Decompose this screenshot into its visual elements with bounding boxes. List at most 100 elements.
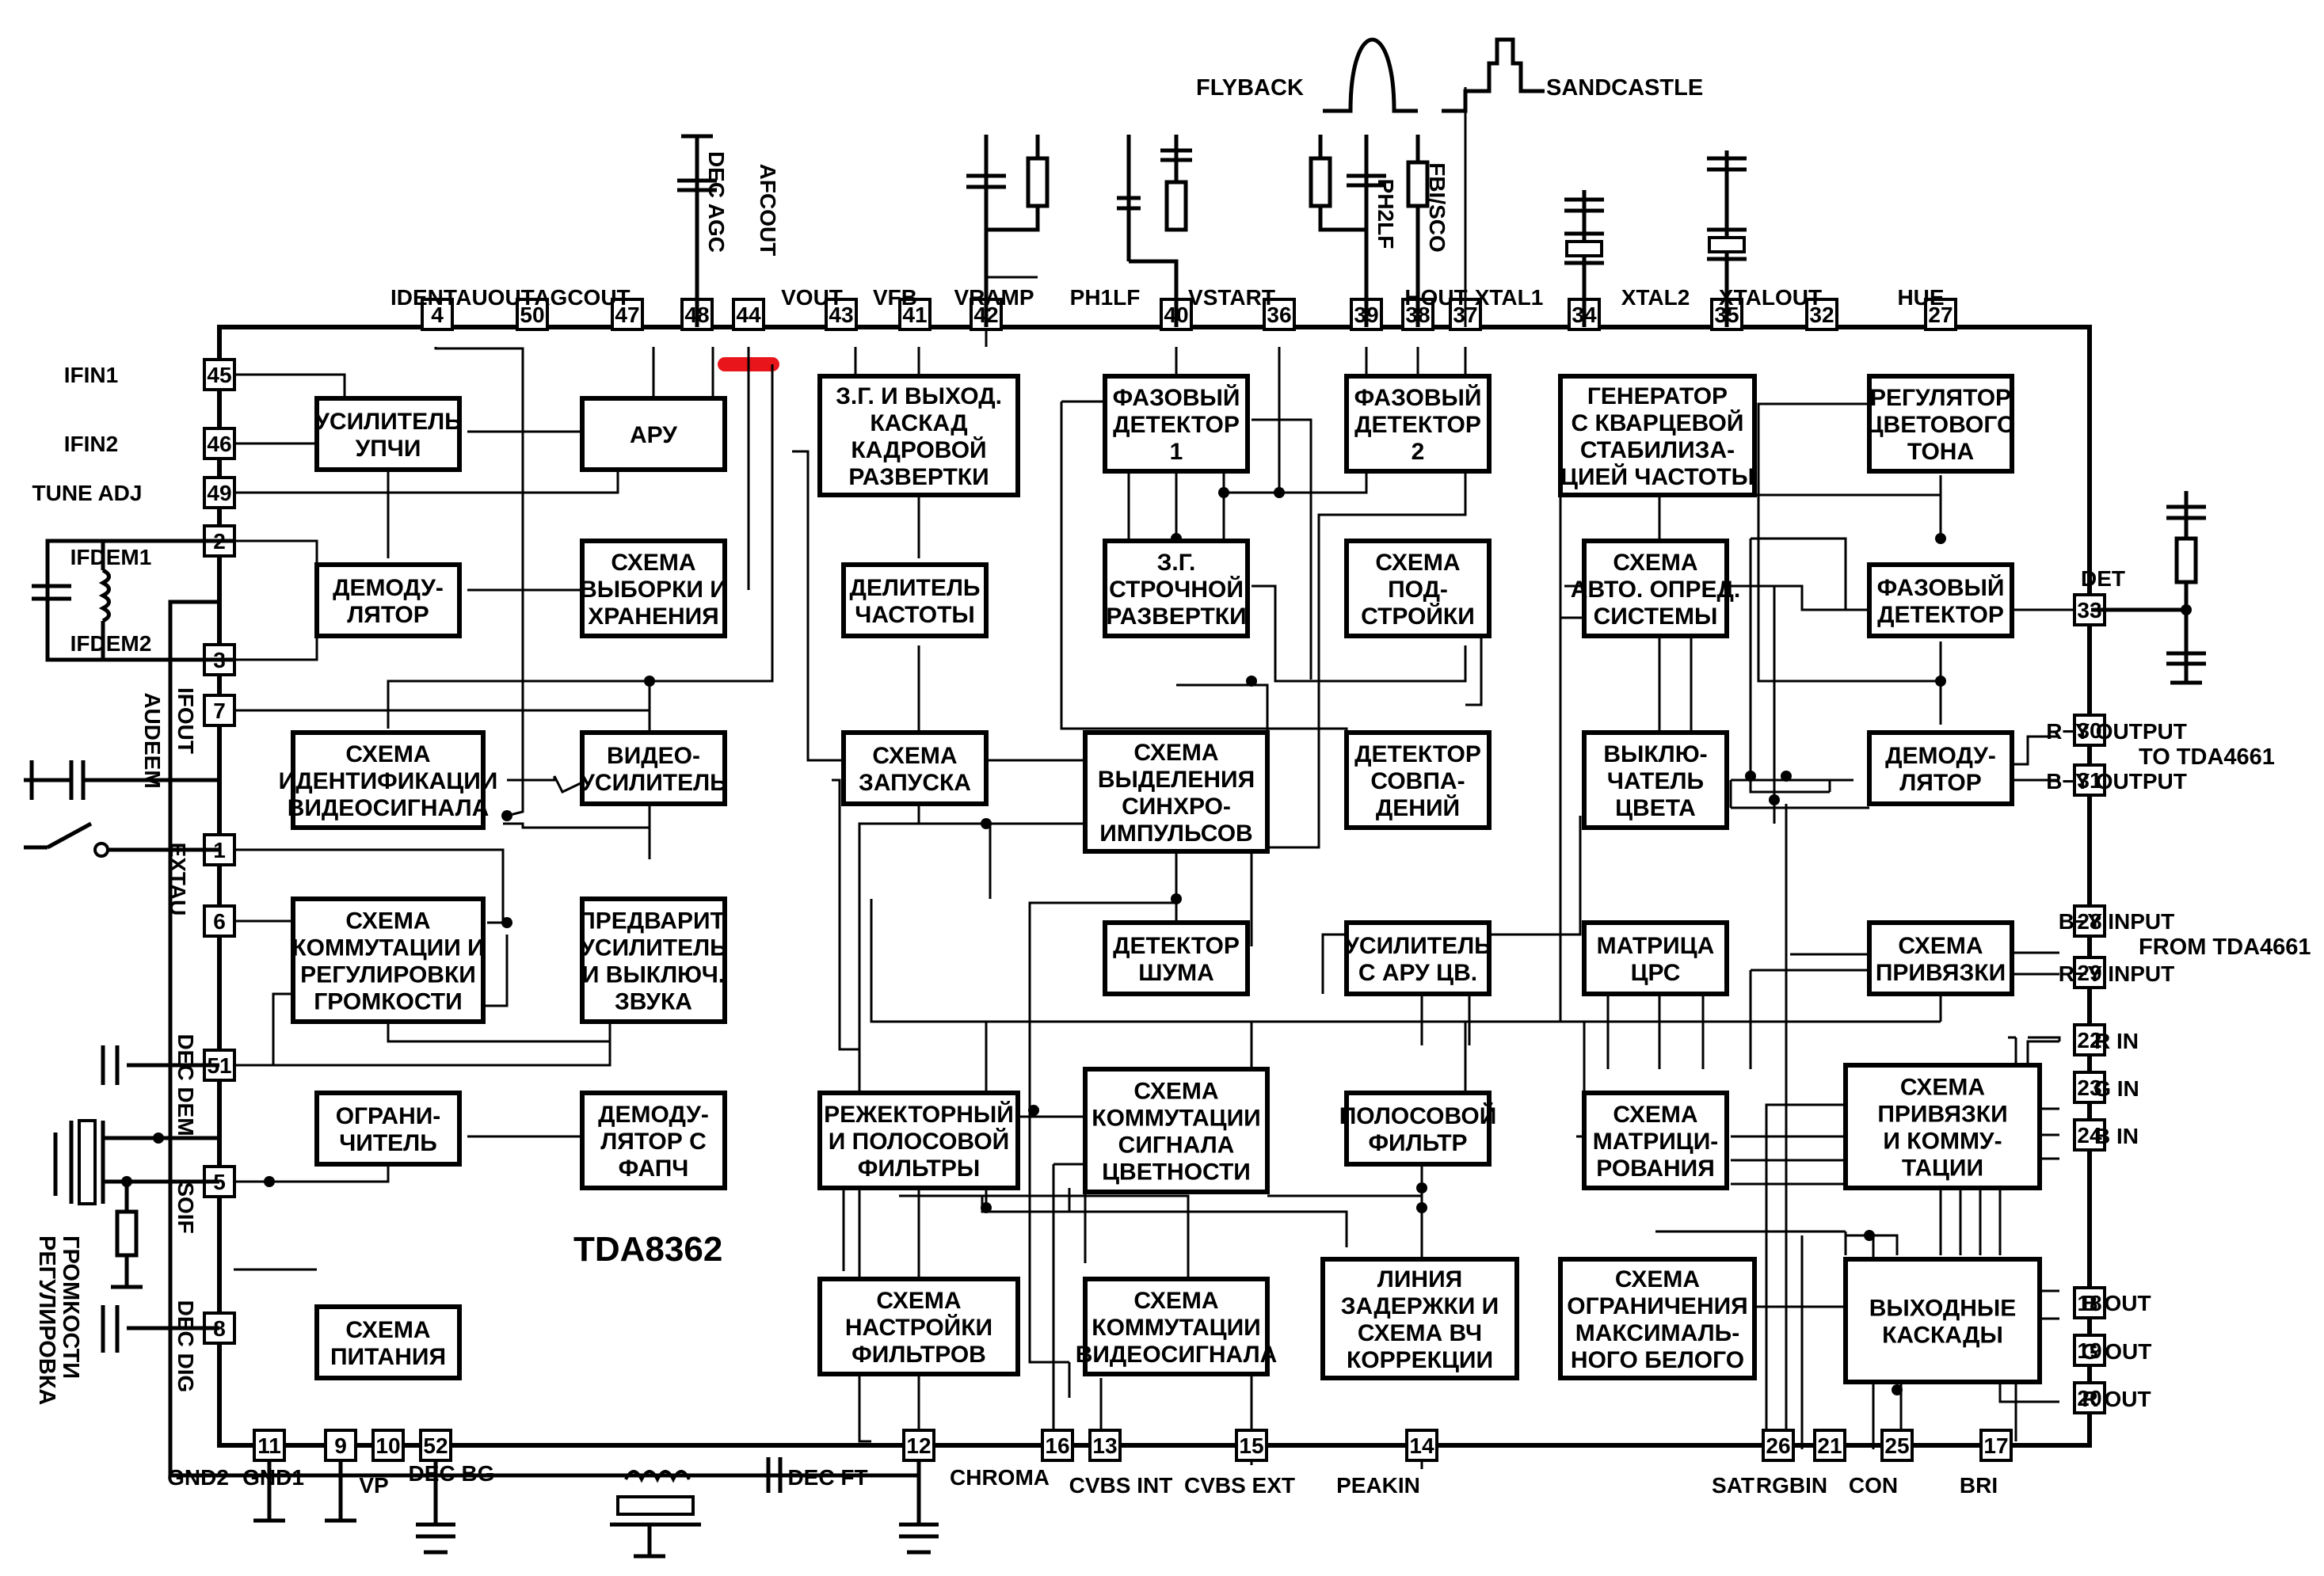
block-label: СХЕМА xyxy=(1375,550,1460,576)
block-box xyxy=(580,396,727,472)
pin-label: AUDEEM xyxy=(140,692,165,788)
block-box xyxy=(1867,562,2014,638)
block-label: 1 xyxy=(1170,439,1183,465)
pin-number: 32 xyxy=(1809,303,1834,327)
pin-number: 16 xyxy=(1045,1433,1069,1458)
pin-label: DEC DIG xyxy=(173,1300,198,1393)
block-label: ФИЛЬТРЫ xyxy=(858,1155,980,1182)
pin-number: 4 xyxy=(431,303,444,327)
block-label: ИМПУЛЬСОВ xyxy=(1099,820,1252,847)
pin-box xyxy=(2073,1334,2106,1367)
pin-number: 26 xyxy=(1766,1433,1790,1458)
pin-label: SOIF xyxy=(173,1182,198,1233)
block-label: ФАЗОВЫЙ xyxy=(1113,384,1240,411)
block-video-amp: ВИДЕО-УСИЛИТЕЛЬ xyxy=(580,730,727,806)
block-label: РАЗВЕРТКИ xyxy=(1106,603,1246,630)
pin-label: DET xyxy=(2081,566,2125,591)
block-label: ЧИТЕЛЬ xyxy=(339,1130,437,1156)
pin-number: 24 xyxy=(2077,1123,2102,1148)
block-label: СХЕМА xyxy=(1133,1079,1218,1105)
pin-box xyxy=(2073,1023,2106,1056)
pin-number: 25 xyxy=(1884,1433,1909,1458)
block-label: ДЕТЕКТОР xyxy=(1113,412,1240,438)
block-label: ДЕМОДУ- xyxy=(598,1102,709,1128)
block-box xyxy=(1320,1257,1519,1380)
pin-box xyxy=(1235,1429,1268,1462)
block-agc: АРУ xyxy=(580,396,727,472)
pin-number: 23 xyxy=(2077,1075,2101,1100)
block-label: НАСТРОЙКИ xyxy=(845,1314,992,1341)
block-label: И ПОЛОСОВОЙ xyxy=(829,1128,1010,1155)
block-label: ПРИВЯЗКИ xyxy=(1876,960,2006,986)
pin-label: XTAL2 xyxy=(1621,285,1690,310)
block-label: ДЕЛИТЕЛЬ xyxy=(850,575,981,601)
block-box xyxy=(314,562,462,638)
block-label: СХЕМА ВЧ xyxy=(1358,1320,1482,1346)
pin-label: R−Y OUTPUT xyxy=(2046,719,2187,744)
block-label: ЦВЕТА xyxy=(1615,795,1696,821)
pin-label: PH1LF xyxy=(1070,285,1141,310)
pin-label: DEC AGC xyxy=(704,151,729,253)
block-box xyxy=(1867,730,2014,806)
pin-31: 31B−Y OUTPUT xyxy=(2046,763,2187,797)
block-label: УСИЛИТЕЛЬ xyxy=(580,770,726,796)
block-box xyxy=(841,730,989,806)
block-label: АВТО. ОПРЕД. xyxy=(1571,577,1740,603)
block-label: ПОЛОСОВОЙ xyxy=(1339,1102,1497,1129)
block-label: ВИДЕО- xyxy=(607,743,700,769)
flyback-label: FLYBACK xyxy=(1196,75,1304,101)
pin-number: 11 xyxy=(257,1433,281,1458)
block-label: УСИЛИТЕЛЬ xyxy=(1344,933,1491,959)
pin-label: CON xyxy=(1849,1473,1898,1498)
pin-number: 21 xyxy=(1817,1433,1842,1458)
block-box xyxy=(1582,920,1729,996)
block-label: ВИДЕОСИГНАЛА xyxy=(288,795,490,821)
block-label: ВИДЕОСИГНАЛА xyxy=(1076,1342,1278,1368)
pin-label: R IN xyxy=(2094,1029,2139,1053)
pin-24: 24B IN xyxy=(2073,1118,2139,1152)
pin-number: 20 xyxy=(2077,1386,2101,1410)
block-label: СИСТЕМЫ xyxy=(1594,603,1718,630)
block-limiter: ОГРАНИ-ЧИТЕЛЬ xyxy=(314,1091,462,1167)
pin-box xyxy=(825,298,858,331)
block-label: ПРЕДВАРИТ. xyxy=(578,908,729,935)
block-box xyxy=(1344,920,1492,996)
block-label: СХЕМА xyxy=(1900,1075,1985,1101)
pin-number: 47 xyxy=(615,303,639,327)
block-label: И КОММУ- xyxy=(1883,1129,2002,1155)
pin-label: B−Y INPUT xyxy=(2059,909,2175,934)
pin-box xyxy=(253,1429,286,1462)
external-components xyxy=(24,37,2206,1559)
pin-number: 30 xyxy=(2077,718,2101,743)
pin-number: 17 xyxy=(1983,1433,2008,1458)
function-blocks: УСИЛИТЕЛЬУПЧИАРУДЕМОДУ-ЛЯТОРСХЕМАВЫБОРКИ… xyxy=(279,374,2042,1384)
pin-label: AGCOUT xyxy=(534,285,630,310)
block-label: ЛЯТОР С xyxy=(600,1129,707,1155)
block-label: ПИТАНИЯ xyxy=(330,1344,446,1370)
pin-box xyxy=(898,298,932,331)
pin-box xyxy=(2073,1118,2106,1152)
